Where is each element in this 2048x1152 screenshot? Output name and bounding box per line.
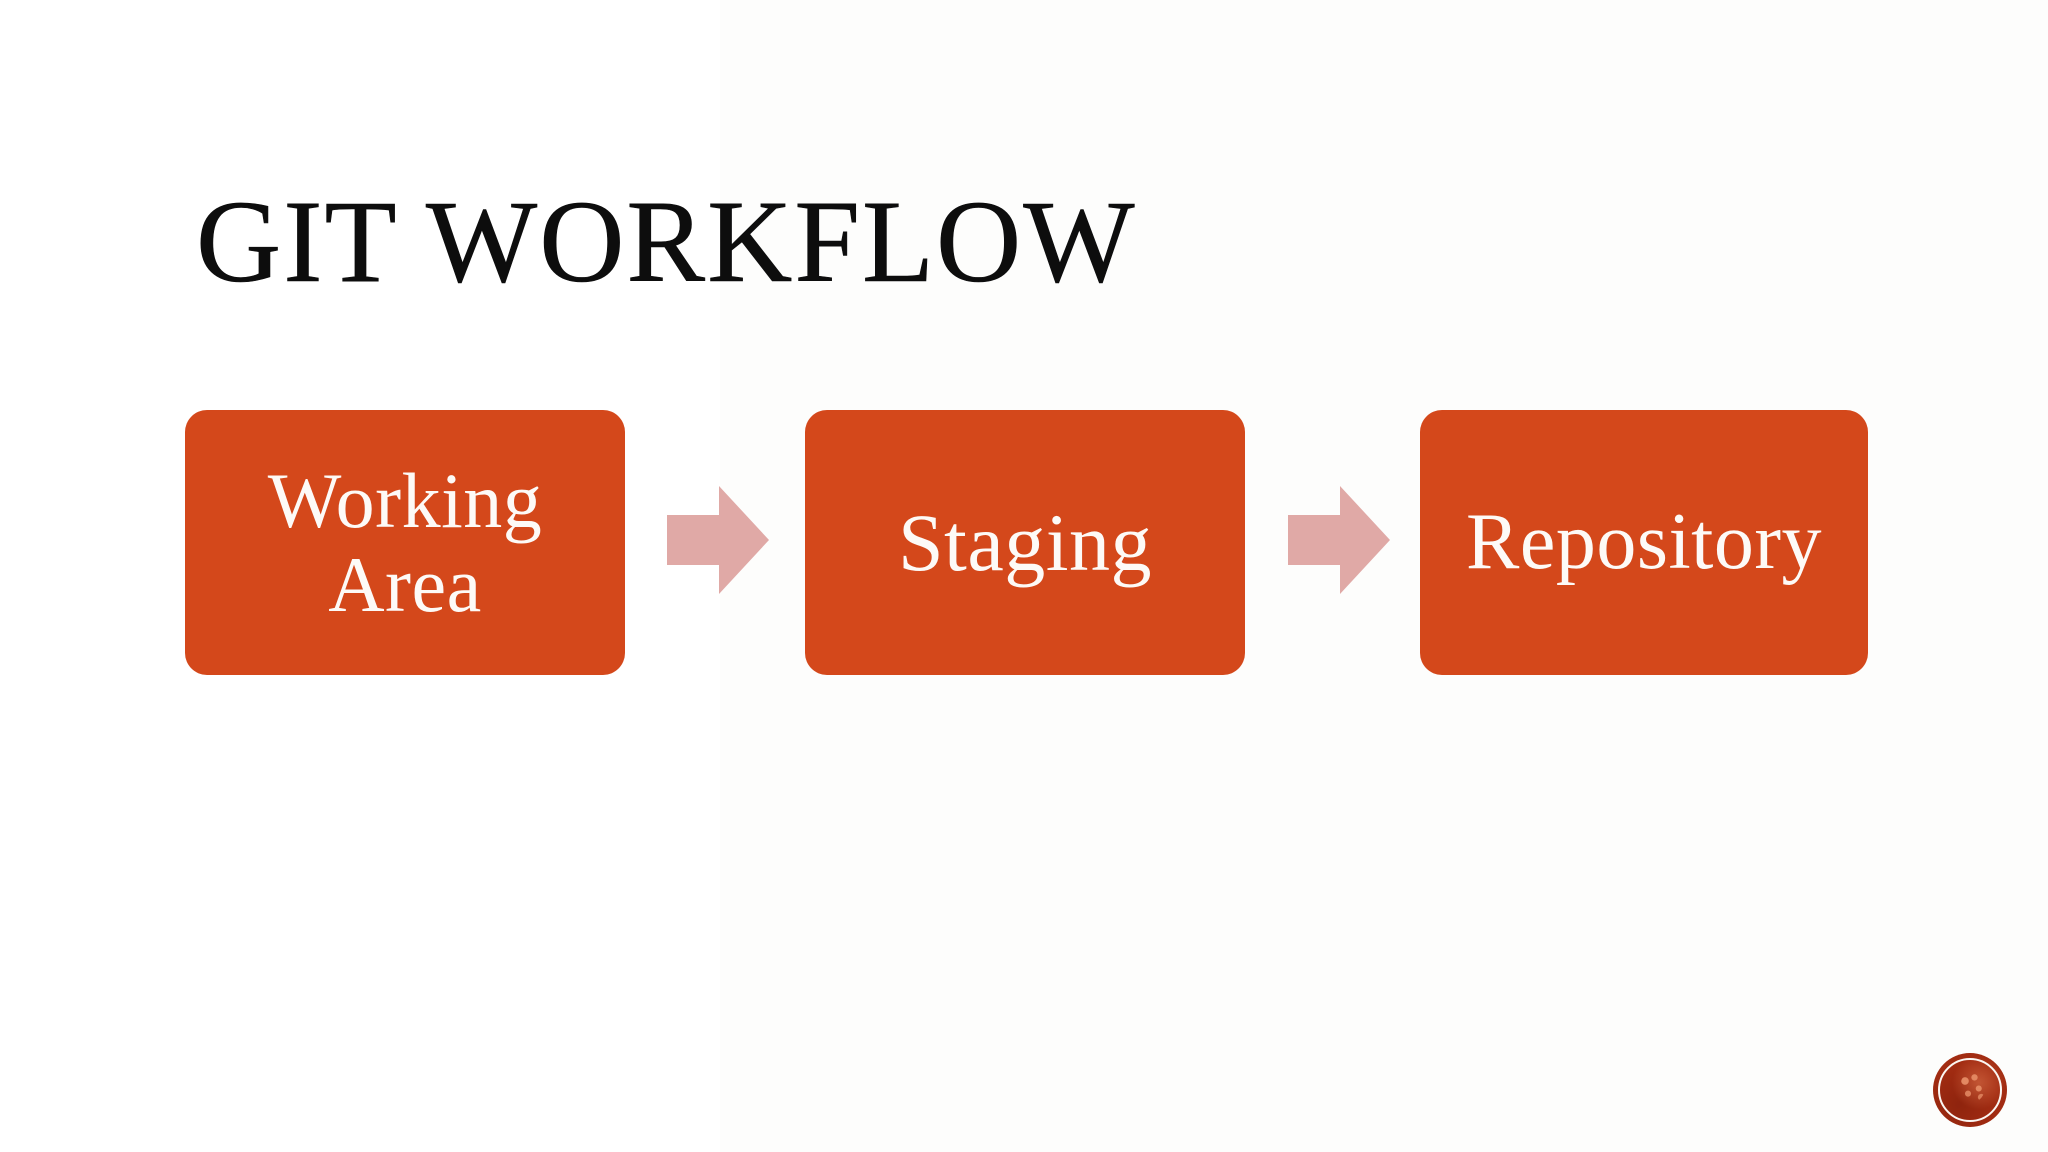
arrow-right-icon [667, 486, 769, 594]
flow-node-label: Working Area [267, 457, 543, 628]
logo-ring [1938, 1058, 2002, 1122]
page-title: GIT WORKFLOW [196, 176, 1137, 308]
flow-node-working-area[interactable]: Working Area [185, 410, 625, 675]
circle-logo-badge-icon [1933, 1053, 2007, 1127]
arrow-right-icon [1288, 486, 1390, 594]
flow-node-label: Staging [897, 496, 1153, 588]
flow-node-staging[interactable]: Staging [805, 410, 1245, 675]
flow-node-repository[interactable]: Repository [1420, 410, 1868, 675]
flow-node-label: Repository [1465, 497, 1823, 586]
